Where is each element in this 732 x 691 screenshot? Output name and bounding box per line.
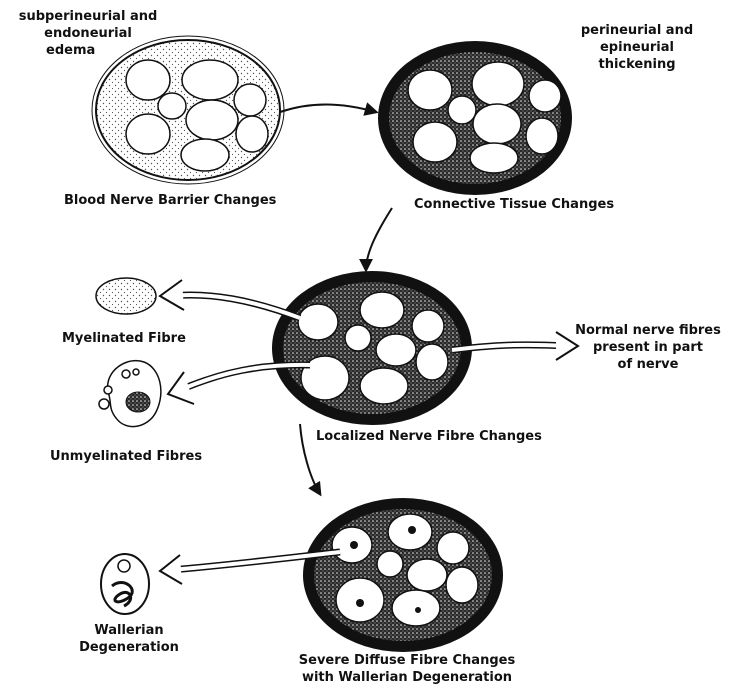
label-blood-nerve-barrier: Blood Nerve Barrier Changes: [64, 192, 276, 209]
unmyelinated-fibre-icon: [99, 361, 161, 427]
label-severe: Severe Diffuse Fibre Changes with Waller…: [272, 652, 542, 686]
nerve-localized: [272, 271, 472, 425]
label-edema: subperineurial and endoneurial edema: [8, 8, 168, 59]
label-unmyelinated: Unmyelinated Fibres: [50, 448, 202, 465]
nerve-severe: [303, 498, 503, 652]
label-myelinated: Myelinated Fibre: [62, 330, 186, 347]
label-normal-fibres: Normal nerve fibres present in part of n…: [568, 322, 728, 373]
arrow-connective-to-localized: [366, 208, 392, 270]
myelinated-fibre-icon: [96, 278, 156, 314]
wallerian-fibre-icon: [101, 554, 149, 614]
label-localized: Localized Nerve Fibre Changes: [316, 428, 542, 445]
label-connective-tissue: Connective Tissue Changes: [414, 196, 614, 213]
label-thickening: perineurial and epineurial thickening: [552, 22, 722, 73]
label-wallerian: Wallerian Degeneration: [74, 622, 184, 656]
arrow-edema-to-connective: [280, 105, 376, 113]
nerve-connective: [378, 41, 572, 195]
